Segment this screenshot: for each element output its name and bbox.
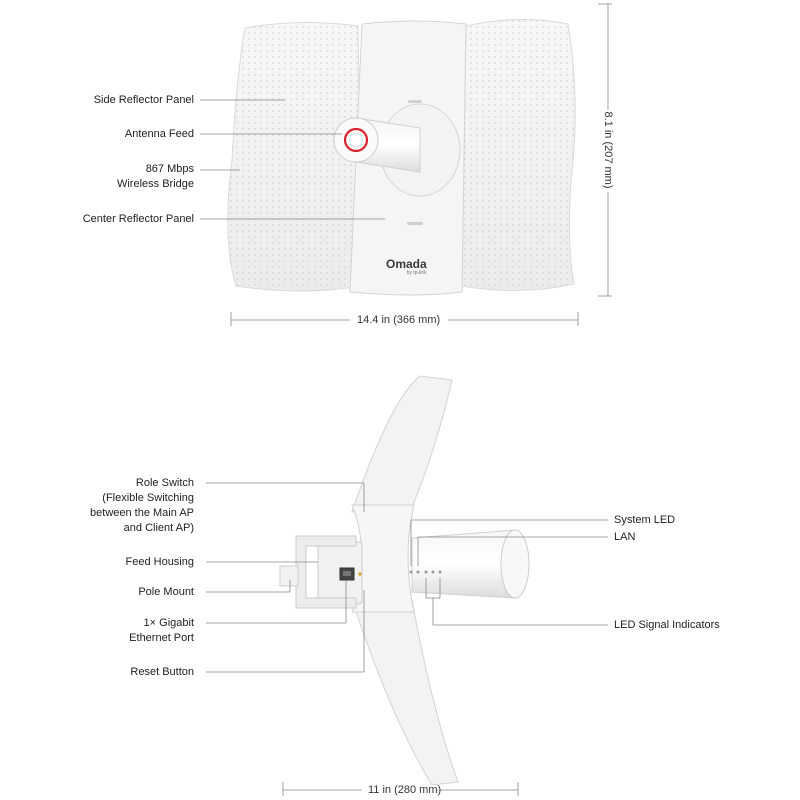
side-view: [279, 375, 530, 786]
omada-logo-brand: Omada: [386, 257, 427, 271]
front-height-label: 8.1 in (207 mm): [602, 111, 614, 189]
label-wireless-bridge-speed: 867 Mbps Wireless Bridge: [116, 163, 194, 190]
side-leaders: [206, 482, 608, 673]
label-role-switch: Role Switch (Flexible Switching between …: [90, 477, 194, 534]
side-pole-mount: [295, 535, 357, 609]
upper-reflector-wing: [351, 375, 453, 513]
label-system-led: System LED: [614, 514, 676, 526]
front-width-dimension: [230, 312, 579, 326]
front-width-label: 14.4 in (366 mm): [357, 314, 441, 326]
lower-reflector-wing: [351, 599, 459, 786]
label-center-reflector-panel: Center Reflector Panel: [82, 213, 194, 225]
label-lan: LAN: [614, 531, 636, 543]
led-indicator-dots: [409, 570, 442, 574]
front-height-dimension: [598, 3, 612, 297]
label-led-signal-indicators: LED Signal Indicators: [614, 619, 720, 631]
label-side-reflector-panel: Side Reflector Panel: [93, 94, 194, 106]
side-width-label: 11 in (280 mm): [368, 784, 442, 796]
side-width-dimension: [282, 782, 519, 796]
label-antenna-feed: Antenna Feed: [124, 128, 194, 140]
label-feed-housing: Feed Housing: [125, 556, 195, 568]
label-pole-mount: Pole Mount: [138, 586, 194, 598]
label-ethernet-port: 1× Gigabit Ethernet Port: [129, 617, 194, 644]
omada-logo-sub: by tp-link: [406, 270, 427, 276]
front-view: [227, 18, 576, 296]
omada-logo: Omada by tp-link: [386, 258, 427, 276]
label-reset-button: Reset Button: [130, 666, 194, 678]
